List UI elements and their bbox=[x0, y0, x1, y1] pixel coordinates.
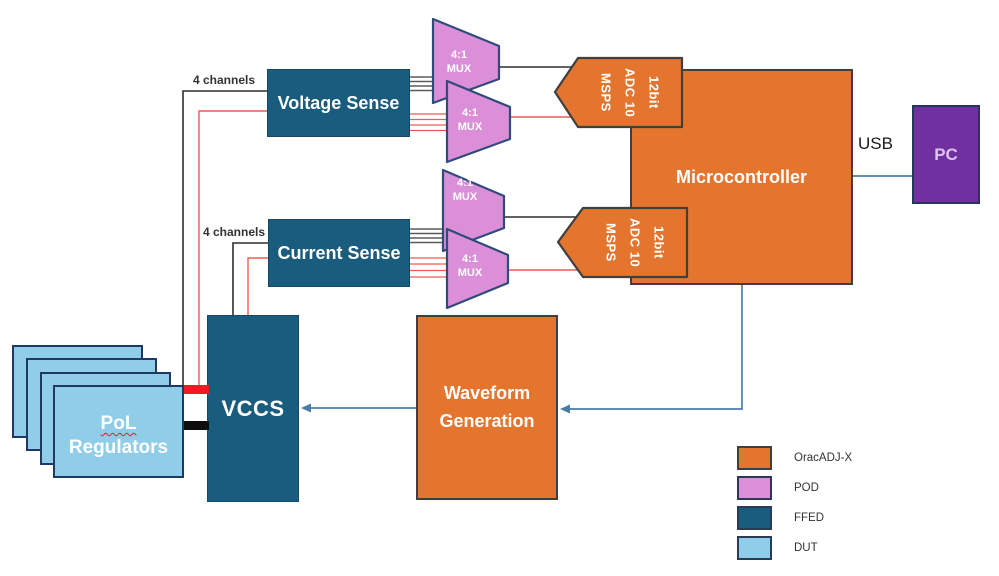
current-channels-red-line bbox=[247, 257, 268, 315]
legend-swatch-dut bbox=[737, 536, 772, 560]
mux1-label-word: MUX bbox=[446, 63, 472, 75]
legend-swatch-oracadjx bbox=[737, 446, 772, 470]
mux2-label-word: MUX bbox=[457, 121, 483, 133]
legend-row-dut: DUT bbox=[737, 536, 866, 560]
legend-label-dut: DUT bbox=[794, 542, 818, 554]
arrowhead-into-vccs bbox=[301, 403, 311, 413]
current-channels-line bbox=[232, 242, 268, 315]
legend-swatch-pod bbox=[737, 476, 772, 500]
waveform-generation-label: Waveform Generation bbox=[439, 382, 535, 431]
micro-to-waveform-line bbox=[560, 285, 743, 414]
vccs-label: VCCS bbox=[221, 395, 285, 421]
pol-regulators-label-line1: PoL bbox=[100, 412, 137, 434]
pc-block: PC bbox=[912, 105, 980, 204]
pol-regulators-block: PoL Regulators bbox=[53, 385, 184, 478]
mux2-label-ratio: 4:1 bbox=[462, 107, 478, 120]
current-sense-label: Current Sense bbox=[277, 242, 401, 263]
adc1-label-col-12bit: 12bit bbox=[646, 76, 662, 109]
legend-row-pod: POD bbox=[737, 476, 866, 500]
waveform-to-vccs-line bbox=[301, 403, 416, 413]
mux4-label-ratio: 4:1 bbox=[462, 253, 478, 266]
microcontroller-label: Microcontroller bbox=[675, 166, 808, 187]
mux2-label: 4:1 MUX bbox=[443, 102, 497, 140]
legend-label-pod: POD bbox=[794, 482, 819, 494]
legend-row-ffed: FFED bbox=[737, 506, 866, 530]
arrowhead-into-waveform bbox=[560, 404, 570, 414]
mux3-label-ratio: 4:1 bbox=[457, 177, 473, 190]
current-sense-block: Current Sense bbox=[268, 219, 410, 287]
adc1-label: 12bit ADC 10 MSPS bbox=[578, 58, 682, 127]
usb-label: USB bbox=[858, 134, 893, 153]
power-bar-black bbox=[184, 421, 209, 430]
adc2-label: 12bit ADC 10 MSPS bbox=[583, 208, 687, 277]
mux4-label-word: MUX bbox=[457, 267, 483, 279]
adc2-label-col-msps: MSPS bbox=[603, 223, 619, 262]
waveform-generation-block: Waveform Generation bbox=[416, 315, 558, 500]
pc-label: PC bbox=[934, 144, 958, 164]
voltage-sense-label: Voltage Sense bbox=[277, 92, 400, 113]
legend: OracADJ-X POD FFED DUT bbox=[737, 446, 866, 560]
legend-row-oracadjx: OracADJ-X bbox=[737, 446, 866, 470]
mux-adc-lines bbox=[499, 66, 579, 271]
mux3-label-word: MUX bbox=[452, 191, 478, 203]
adc2-label-col-adc10: ADC 10 bbox=[627, 217, 643, 268]
adc1-label-col-msps: MSPS bbox=[598, 73, 614, 112]
legend-swatch-ffed bbox=[737, 506, 772, 530]
power-bar-red bbox=[184, 385, 209, 394]
legend-label-ffed: FFED bbox=[794, 512, 825, 524]
mux3-label: 4:1 MUX bbox=[438, 172, 492, 210]
mux4-label: 4:1 MUX bbox=[443, 248, 497, 286]
legend-label-oracadjx: OracADJ-X bbox=[794, 452, 853, 464]
vccs-block: VCCS bbox=[207, 315, 299, 502]
mux1-label-ratio: 4:1 bbox=[451, 49, 467, 62]
voltage-channels-label: 4 channels bbox=[193, 73, 256, 87]
mux1-label: 4:1 MUX bbox=[432, 44, 486, 82]
current-mux-gray-bundle bbox=[410, 228, 446, 244]
pol-regulators-label-line2: Regulators bbox=[68, 436, 169, 458]
adc1-label-col-adc10: ADC 10 bbox=[622, 67, 638, 118]
adc2-label-col-12bit: 12bit bbox=[651, 226, 667, 259]
current-channels-label: 4 channels bbox=[203, 225, 266, 239]
voltage-sense-block: Voltage Sense bbox=[267, 69, 410, 137]
